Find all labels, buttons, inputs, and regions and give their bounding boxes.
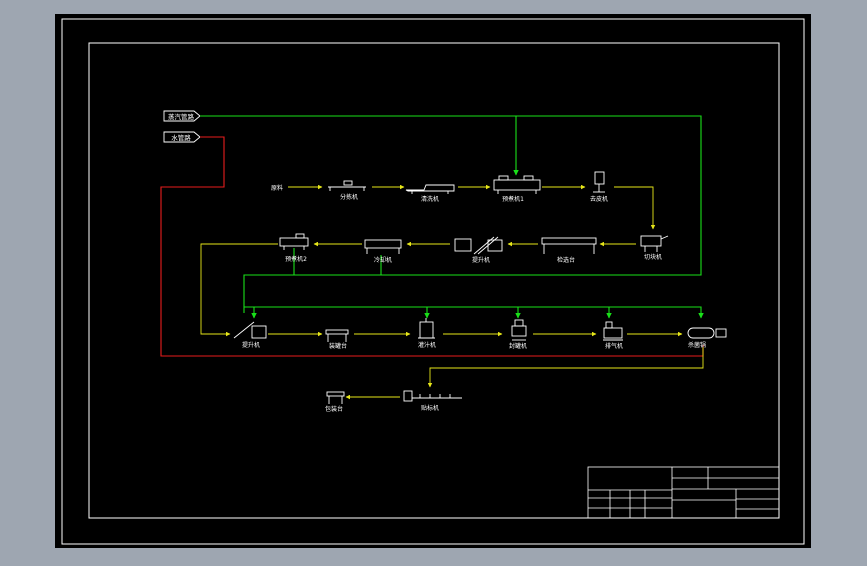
water-source-label: 水管路 xyxy=(171,133,191,142)
cutter-symbol[interactable] xyxy=(640,235,669,252)
cooler-symbol[interactable] xyxy=(364,239,402,254)
filler-symbol[interactable] xyxy=(418,318,435,339)
label-washer: 清洗机 xyxy=(421,195,439,203)
label-filltable: 装罐台 xyxy=(329,342,347,350)
label-elevator: 提升机 xyxy=(242,341,260,349)
equipment xyxy=(233,171,727,404)
sealer-symbol[interactable] xyxy=(511,319,527,341)
filltable-symbol[interactable] xyxy=(325,329,349,342)
steam-line xyxy=(200,115,704,319)
elevator-symbol[interactable] xyxy=(233,321,267,339)
label-labeler: 贴标机 xyxy=(421,404,439,412)
label-exhaust: 排气机 xyxy=(605,342,623,350)
exhaust-symbol[interactable] xyxy=(603,321,623,341)
label-cooler: 冷却机 xyxy=(374,256,392,264)
packtable-symbol[interactable] xyxy=(326,391,345,404)
hoist-symbol[interactable] xyxy=(454,236,503,255)
label-blancher1: 预煮机1 xyxy=(502,195,524,203)
blancher1-symbol[interactable] xyxy=(493,175,541,194)
label-hoist: 提升机 xyxy=(472,256,490,264)
steam-source-tag[interactable]: 蒸汽管路 xyxy=(163,110,201,122)
steam-source-label: 蒸汽管路 xyxy=(168,112,195,121)
title-block xyxy=(587,466,780,519)
drawing-sheet xyxy=(55,14,811,548)
inner-border xyxy=(88,42,780,519)
inspect-symbol[interactable] xyxy=(541,237,597,254)
equipment-labels: 原料 分拣机 清洗机 预煮机1 去皮机 切块机 检选台 提升机 冷却机 预煮机2… xyxy=(242,184,706,413)
label-sealer: 封罐机 xyxy=(509,342,527,350)
peeler-symbol[interactable] xyxy=(593,171,605,193)
label-cutter: 切块机 xyxy=(644,253,662,261)
label-packtable: 包装台 xyxy=(325,405,343,413)
label-peeler: 去皮机 xyxy=(590,195,608,203)
sterilizer-symbol[interactable] xyxy=(687,327,727,339)
label-sterilizer: 杀菌锅 xyxy=(688,341,706,349)
sorter-symbol[interactable] xyxy=(328,180,366,191)
label-sorter: 分拣机 xyxy=(340,193,358,201)
washer-symbol[interactable] xyxy=(405,184,455,194)
blancher2-symbol[interactable] xyxy=(279,233,309,250)
label-filler: 灌汁机 xyxy=(418,341,436,349)
labeler-symbol[interactable] xyxy=(403,390,462,402)
label-raw: 原料 xyxy=(271,184,283,192)
water-source-tag[interactable]: 水管路 xyxy=(163,131,201,143)
outer-border xyxy=(61,18,805,545)
label-blancher2: 预煮机2 xyxy=(285,255,307,263)
label-inspect: 检选台 xyxy=(557,256,575,264)
flow-lines xyxy=(200,184,704,400)
